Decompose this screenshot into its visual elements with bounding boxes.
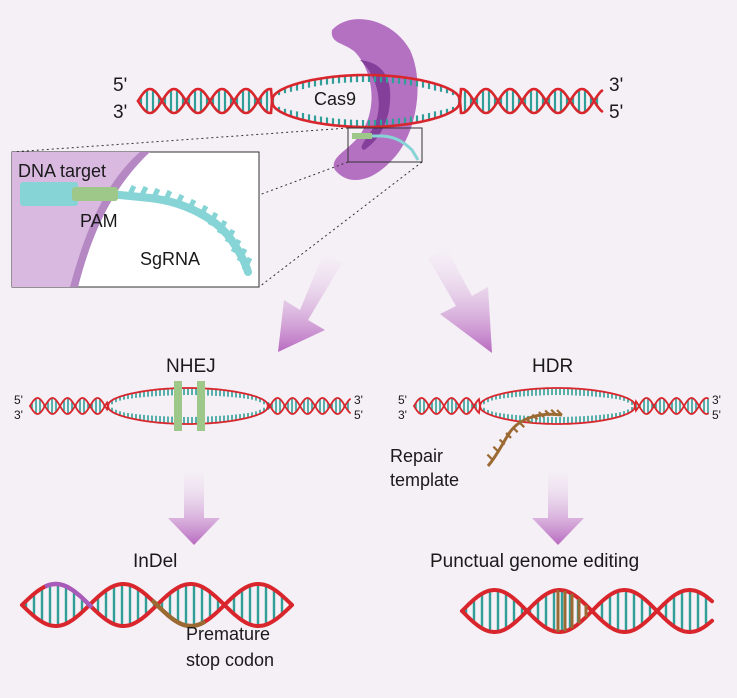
template-base (486, 453, 494, 461)
premature-stop-label-line2: stop codon (186, 650, 275, 670)
arrow-to-nhej (278, 252, 342, 352)
nhej-dna-helix (29, 387, 351, 425)
zoom-region-box (347, 127, 423, 163)
nhej-3prime-right: 3' (354, 393, 363, 407)
hdr-3prime-left: 3' (398, 408, 407, 422)
sgrna-base (197, 204, 209, 220)
edited-segment (44, 581, 94, 610)
sgrna-base (185, 198, 197, 214)
zoom-line (258, 161, 349, 196)
template-base (550, 408, 558, 416)
dna-strand (136, 73, 604, 115)
zoom-line (11, 127, 349, 153)
sgrna-base (236, 247, 248, 263)
sgrna-base (230, 238, 242, 254)
hdr-3prime-right: 3' (712, 393, 721, 407)
sgrna-base (149, 187, 161, 203)
template-base (531, 413, 539, 421)
arrow-to-punctual (532, 470, 584, 545)
sgrna-base (161, 189, 173, 205)
punctual-editing-label: Punctual genome editing (430, 551, 640, 572)
pam-label: PAM (80, 211, 118, 231)
nhej-3prime-left: 3' (14, 408, 23, 422)
dna-strand (413, 387, 709, 415)
repair-template-label-line1: Repair (390, 446, 444, 466)
sgrna-base (125, 184, 137, 200)
hdr-5prime-right: 5' (712, 408, 721, 422)
template-base (556, 409, 563, 416)
template-base (492, 445, 500, 453)
dna-target-block (20, 182, 78, 206)
dna-target-label: DNA target (18, 161, 107, 181)
hdr-dna-helix (413, 387, 709, 425)
indel-label: InDel (133, 551, 178, 572)
zoom-line (258, 161, 423, 288)
top-dna-3prime-right: 3' (609, 75, 624, 96)
inset-sgrna (106, 190, 252, 276)
sgrna-bases (125, 184, 253, 272)
dna-strand (136, 87, 604, 129)
template-base (498, 438, 506, 446)
dna-strand (29, 387, 351, 415)
template-base (505, 432, 512, 439)
arrow-to-indel (168, 470, 220, 545)
indel-dna-helix (20, 581, 294, 629)
sgrna-label: SgRNA (140, 249, 201, 269)
edited-segment (150, 598, 207, 629)
zoom-sgrna (352, 133, 420, 161)
target-dna-helix (136, 73, 604, 129)
edited-dna-helix (460, 588, 714, 634)
dna-strand (413, 397, 709, 425)
sgrna-base (216, 219, 228, 235)
arrow-to-hdr (428, 248, 492, 353)
repair-template (486, 408, 563, 467)
top-dna-3prime-left: 3' (113, 102, 128, 123)
inset-panel (11, 151, 260, 288)
hdr-5prime-left: 5' (398, 393, 407, 407)
dna-strand (29, 397, 351, 425)
cas9-label: Cas9 (314, 89, 357, 109)
template-base (544, 409, 551, 417)
sgrna-base (241, 256, 253, 272)
sgrna-base (173, 193, 185, 209)
template-base (518, 421, 525, 428)
top-dna-5prime-left: 5' (113, 75, 128, 96)
sgrna-base (224, 228, 236, 244)
repair-template-label-line2: template (390, 470, 460, 490)
nhej-title: NHEJ (166, 356, 216, 377)
nhej-5prime-left: 5' (14, 393, 23, 407)
nhej-break-left (174, 381, 182, 431)
nhej-break-right (197, 381, 205, 431)
sgrna-base (207, 211, 219, 227)
pam-block (72, 187, 118, 201)
template-base (511, 426, 519, 433)
nhej-5prime-right: 5' (354, 408, 363, 422)
template-base (525, 417, 532, 424)
inset-cas9-edge (70, 152, 150, 287)
premature-stop-label-line1: Premature (186, 624, 271, 644)
sgrna-base (137, 185, 149, 201)
hdr-title: HDR (532, 356, 574, 377)
template-base (538, 411, 545, 418)
top-dna-5prime-right: 5' (609, 102, 624, 123)
